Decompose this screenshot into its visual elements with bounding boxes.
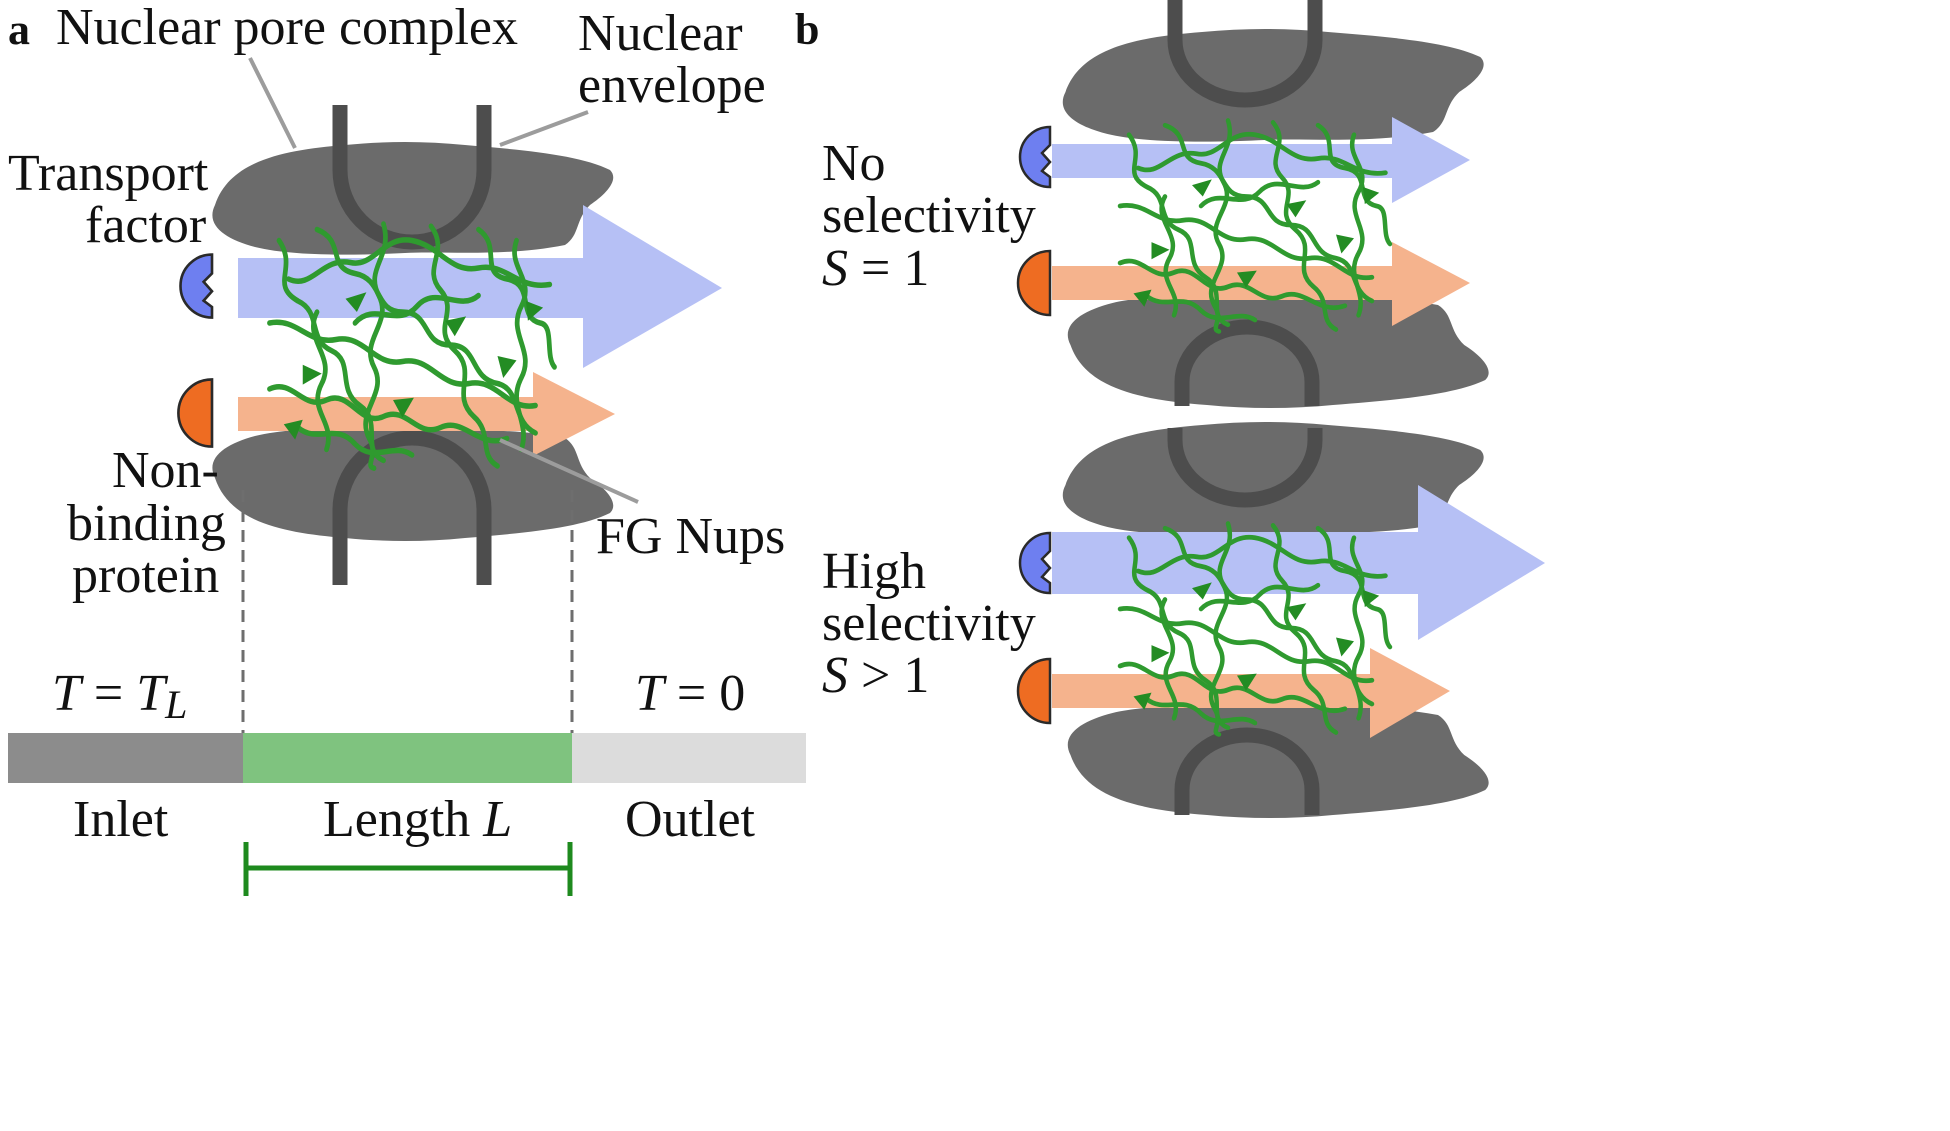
high-selectivity-relation: S > 1 <box>822 647 929 704</box>
no-selectivity-label-1: No <box>822 135 886 192</box>
transport-factor-icon <box>1018 125 1052 189</box>
outlet-bar <box>572 733 806 783</box>
length-label: Length L <box>323 791 512 848</box>
non-binding-protein-icon <box>177 378 214 448</box>
channel-bar <box>243 733 572 783</box>
high-selectivity-diagram: High selectivity S > 1 <box>822 422 1545 818</box>
non-binding-label-1: Non- <box>112 442 219 499</box>
pore-membrane-bottom <box>212 428 614 585</box>
panel-b: b No selectivity S = 1 <box>795 0 1545 818</box>
outlet-condition: T = 0 <box>635 665 745 722</box>
pore-membrane-top <box>212 105 614 255</box>
nuclear-pore-complex-label: Nuclear pore complex <box>56 0 518 56</box>
non-binding-label-3: protein <box>72 547 219 604</box>
non-binding-protein-icon <box>1016 657 1052 725</box>
no-selectivity-diagram: No selectivity S = 1 <box>822 0 1489 408</box>
no-selectivity-label-2: selectivity <box>822 187 1036 244</box>
inlet-label: Inlet <box>73 791 169 848</box>
inlet-condition: T = TL <box>52 665 187 727</box>
non-binding-protein-icon <box>1016 249 1052 317</box>
envelope-leader-line <box>499 110 589 147</box>
inlet-bar <box>8 733 243 783</box>
panel-b-letter: b <box>795 5 819 54</box>
nuclear-envelope-label-2: envelope <box>578 57 766 114</box>
length-scale-bar <box>243 842 573 896</box>
panel-a-letter: a <box>8 5 30 54</box>
no-selectivity-nonbinding-arrow <box>1052 242 1470 326</box>
non-binding-label-2: binding <box>67 495 226 552</box>
transport-factor-icon <box>179 253 214 319</box>
high-selectivity-label-1: High <box>822 543 926 600</box>
npc-leader-line <box>248 57 297 149</box>
transport-factor-icon <box>1018 531 1052 595</box>
transport-factor-label-2: factor <box>85 197 206 254</box>
high-selectivity-label-2: selectivity <box>822 595 1036 652</box>
transport-factor-label-1: Transport <box>8 145 209 202</box>
fg-nups-label: FG Nups <box>596 508 785 565</box>
outlet-label: Outlet <box>625 791 756 848</box>
fg-nups-leader-line <box>499 438 639 504</box>
no-selectivity-relation: S = 1 <box>822 240 929 297</box>
panel-a: a Nuclear pore complex Nuclear envelope … <box>8 0 806 896</box>
nuclear-envelope-label-1: Nuclear <box>578 5 743 62</box>
